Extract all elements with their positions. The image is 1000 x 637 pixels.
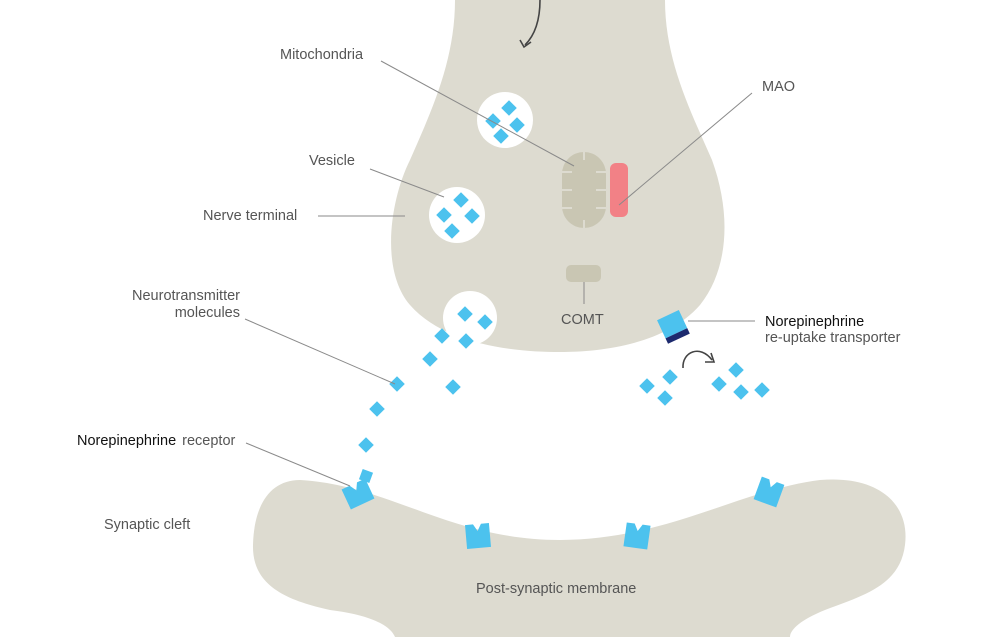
label-mitochondria: Mitochondria: [280, 47, 364, 63]
label-neurotransmitter-line2: molecules: [175, 305, 240, 321]
label-comt: COMT: [561, 312, 604, 328]
receptor-leader: [245, 442, 351, 487]
mitochondrion: [562, 152, 606, 228]
label-neurotransmitter-line1: Neurotransmitter: [132, 288, 240, 304]
receptor-3: [623, 522, 651, 550]
label-vesicle: Vesicle: [309, 153, 355, 169]
mao-enzyme: [610, 163, 628, 217]
released-molecules-right: [639, 362, 770, 406]
label-mao: MAO: [762, 79, 795, 95]
incoming-signal-arrowhead: [519, 39, 532, 49]
label-receptor: Norepinephrine receptor: [77, 433, 236, 449]
receptor-4: [753, 476, 785, 508]
label-transporter-line2: re-uptake transporter: [765, 330, 901, 346]
reuptake-arrow: [682, 350, 713, 369]
comt-enzyme: [566, 265, 601, 282]
neurotransmitter-leader: [244, 318, 396, 385]
mitochondria-leader: [380, 60, 575, 167]
released-molecules-left: [358, 328, 461, 484]
receptor-2: [464, 522, 492, 550]
reuptake-arrowhead: [705, 352, 716, 363]
label-transporter-line1: Norepinephrine: [765, 314, 864, 330]
vesicle-middle: [429, 187, 485, 243]
reuptake-transporter: [657, 310, 690, 344]
label-post-synaptic-membrane: Post-synaptic membrane: [476, 581, 636, 597]
label-receptor-bold: Norepinephrine: [77, 433, 176, 449]
post-synaptic-membrane-shape: [252, 479, 906, 637]
incoming-signal-arrow: [524, 0, 541, 46]
vesicle-top: [477, 92, 533, 148]
vesicle-leader: [369, 168, 445, 198]
mao-leader: [618, 92, 753, 206]
nerve-terminal-shape: [391, 0, 725, 352]
label-synaptic-cleft: Synaptic cleft: [104, 517, 190, 533]
label-nerve-terminal: Nerve terminal: [203, 208, 297, 224]
label-receptor-rest: receptor: [182, 433, 235, 449]
